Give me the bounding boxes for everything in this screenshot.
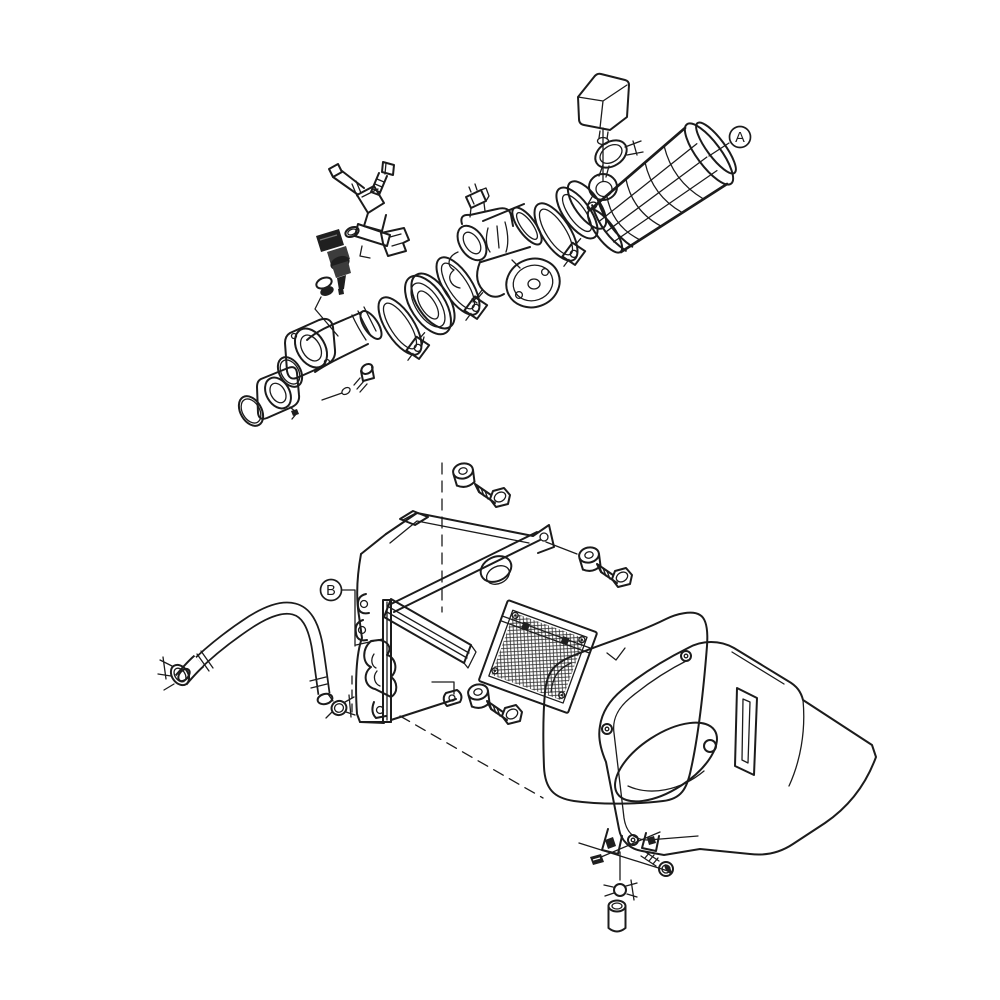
fuel-injector [314, 229, 351, 337]
throttle-body [448, 183, 561, 309]
mounting-grommet-top-left [450, 460, 478, 490]
callout-a-circle [728, 125, 752, 149]
manifold-o-ring-2 [237, 395, 265, 427]
cover-gasket-seal [542, 611, 709, 805]
drain-tube [607, 899, 627, 933]
leader-line-arm-to-bolt [545, 541, 578, 555]
mounting-bolt-bottom [486, 700, 523, 725]
intake-assembly: A [237, 72, 752, 427]
hose-clamp-left [157, 656, 191, 691]
insulator-boot [404, 272, 456, 346]
air-cleaner-assembly: B [157, 460, 877, 933]
insulator-plate [256, 366, 301, 420]
fuel-pipe-bolt [370, 161, 395, 196]
callout-b: B [319, 578, 384, 647]
callout-a: A [708, 125, 752, 157]
mounting-bolt-right [596, 563, 633, 588]
air-cleaner-case [354, 510, 555, 724]
mounting-bolt-top-left [474, 483, 511, 508]
drain-hardware [578, 831, 674, 933]
filter-element [478, 599, 598, 714]
hose-clamp-right [325, 693, 356, 719]
injector-leader-line [314, 296, 339, 337]
injector-clip [380, 227, 410, 257]
duct-flange [683, 121, 737, 186]
callout-b-circle [319, 578, 343, 602]
duct-boot-collar [555, 180, 608, 240]
resonator-box [577, 72, 630, 146]
drain-nut [590, 854, 604, 865]
breather-hose [174, 601, 334, 706]
leader-line-bottom-lug [431, 681, 455, 695]
diaphragm-cover [505, 257, 561, 309]
intake-manifold [284, 306, 383, 380]
callout-b-leader [341, 589, 384, 647]
callout-a-leader [708, 142, 730, 157]
manifold-bolt [321, 363, 375, 401]
leader-line-cross-1 [578, 842, 669, 872]
injector-o-ring [344, 225, 360, 239]
callout-b-label: B [326, 583, 336, 599]
case-ribbed-runner [383, 598, 477, 669]
mounting-grommet-bottom [465, 681, 493, 711]
callout-a-label: A [735, 130, 745, 146]
drain-screw [640, 850, 674, 877]
leader-line-cross-2 [593, 831, 661, 861]
duct-port-ring [586, 173, 618, 211]
air-cleaner-cover [598, 641, 877, 856]
case-inlet-funnel [363, 639, 398, 698]
drain-tube-clip [603, 879, 638, 901]
assembly-axis-dashed-diagonal [399, 715, 544, 799]
